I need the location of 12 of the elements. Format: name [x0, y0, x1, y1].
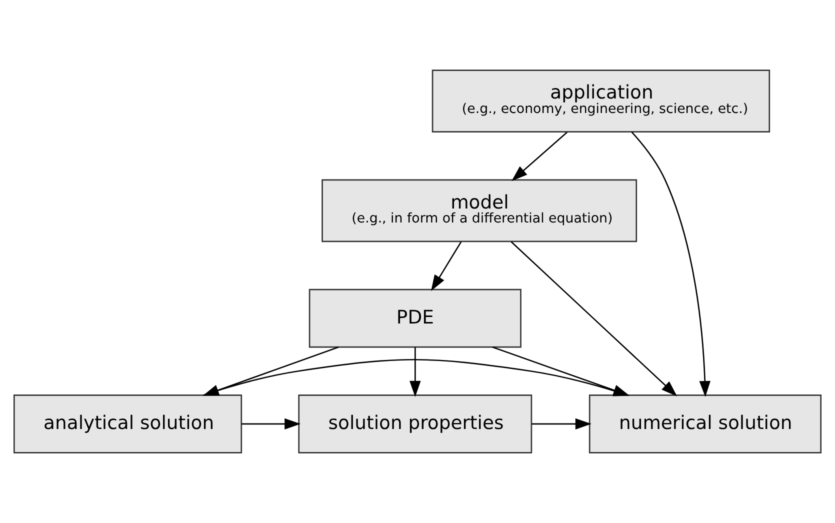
arrow [631, 131, 710, 398]
arrow [242, 418, 301, 430]
node-box: solution properties [298, 394, 532, 454]
node-box: analytical solution [13, 394, 242, 454]
node-box: PDE [308, 288, 522, 348]
arrow [410, 347, 421, 397]
arrow [532, 418, 592, 430]
arrow [512, 132, 568, 182]
node-box: numerical solution [588, 394, 822, 454]
arrow [431, 241, 462, 291]
node-box: model (e.g., in form of a differential equation) [322, 179, 638, 242]
node-box: application (e.g., economy, engineering, science, etc.) [432, 70, 770, 132]
